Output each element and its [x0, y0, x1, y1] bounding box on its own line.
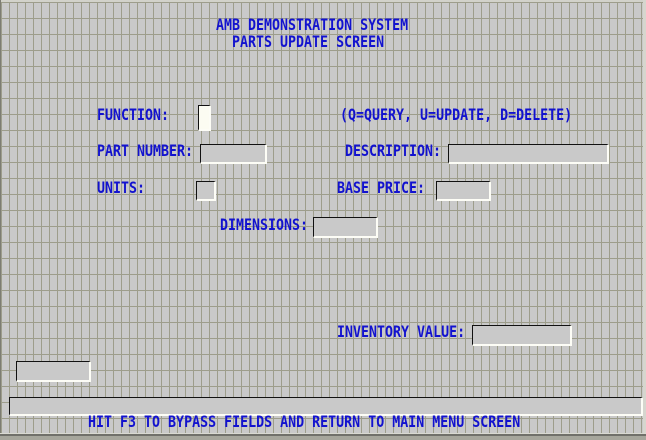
dimensions-label: DIMENSIONS:: [220, 216, 309, 235]
units-label: UNITS:: [97, 179, 146, 198]
screen-title: PARTS UPDATE SCREEN: [232, 33, 385, 52]
left-edge: [0, 0, 1, 440]
function-input[interactable]: [198, 105, 211, 131]
right-edge: [643, 0, 646, 440]
footer-instruction: HIT F3 TO BYPASS FIELDS AND RETURN TO MA…: [88, 413, 521, 432]
part-number-label: PART NUMBER:: [97, 142, 194, 161]
app-title: AMB DEMONSTRATION SYSTEM: [216, 16, 409, 35]
base-price-input[interactable]: [436, 181, 491, 201]
status-input[interactable]: [16, 361, 91, 382]
inventory-value-input[interactable]: [472, 325, 572, 346]
base-price-label: BASE PRICE:: [337, 179, 426, 198]
bottom-edge: [0, 433, 646, 440]
part-number-input[interactable]: [200, 144, 267, 164]
function-label: FUNCTION:: [97, 106, 170, 125]
units-input[interactable]: [196, 181, 216, 201]
description-input[interactable]: [448, 144, 609, 164]
message-line-input[interactable]: [9, 397, 643, 416]
description-label: DESCRIPTION:: [345, 142, 442, 161]
function-hint: (Q=QUERY, U=UPDATE, D=DELETE): [340, 106, 573, 125]
dimensions-input[interactable]: [313, 217, 378, 238]
inventory-value-label: INVENTORY VALUE:: [337, 323, 466, 342]
top-edge: [0, 0, 646, 2]
